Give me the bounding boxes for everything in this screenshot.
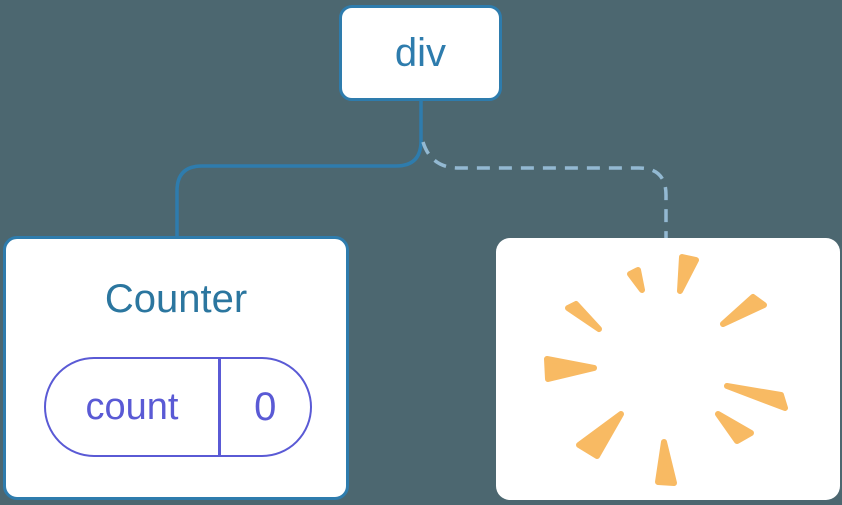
state-value: 0 [254, 384, 277, 429]
removed-component-card [496, 238, 840, 500]
poof-sparkle-icon [544, 254, 788, 486]
state-key-label: count [85, 385, 179, 428]
dashed-connector-line [421, 141, 668, 239]
state-pill: count 0 [44, 357, 312, 457]
root-node-label: div [394, 31, 447, 75]
solid-connector-line [175, 99, 423, 239]
pill-divider [218, 359, 221, 455]
root-node: div [339, 5, 502, 101]
counter-component-card: Counter count 0 [3, 236, 349, 500]
counter-title: Counter [104, 277, 248, 321]
